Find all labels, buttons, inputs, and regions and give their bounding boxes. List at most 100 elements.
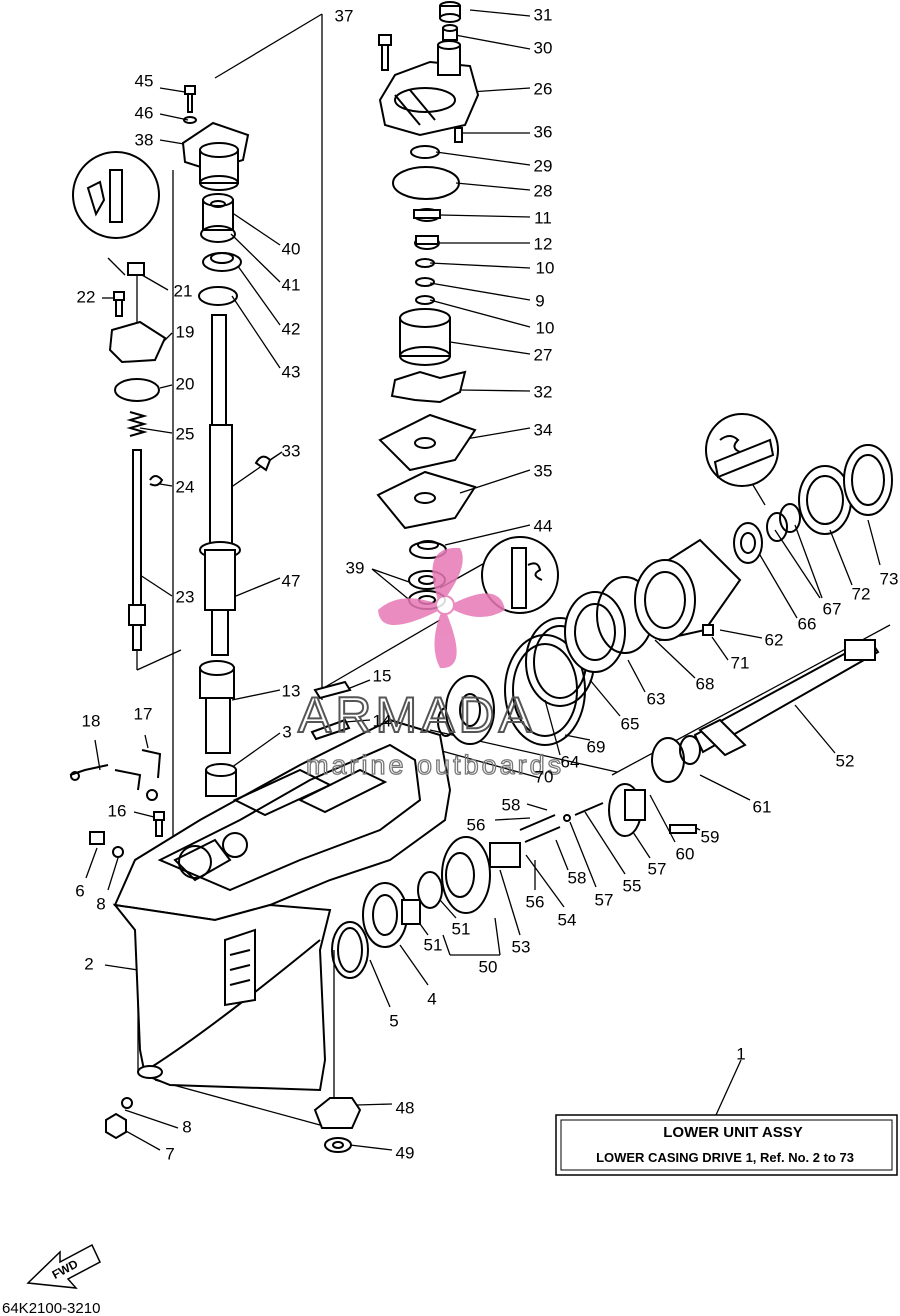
callout-72: 72 bbox=[852, 584, 871, 603]
callout-42: 42 bbox=[282, 319, 301, 338]
drawing-code: 64K2100-3210 bbox=[2, 1300, 100, 1316]
callout-30: 30 bbox=[534, 38, 553, 57]
callout-33: 33 bbox=[282, 441, 301, 460]
callout-45: 45 bbox=[135, 71, 154, 90]
water-pump-assembly bbox=[376, 1, 480, 610]
bearing-stack bbox=[437, 413, 893, 746]
callout-37: 37 bbox=[335, 6, 354, 25]
pinion-parts bbox=[105, 1097, 362, 1153]
callout-20: 20 bbox=[176, 374, 195, 393]
callout-66: 66 bbox=[798, 614, 817, 633]
callout-3: 3 bbox=[282, 722, 291, 741]
callout-38: 38 bbox=[135, 130, 154, 149]
drive-shaft-column bbox=[181, 85, 272, 797]
callout-22: 22 bbox=[77, 287, 96, 306]
callout-8: 8 bbox=[96, 894, 105, 913]
callout-4: 4 bbox=[427, 989, 436, 1008]
callout-19: 19 bbox=[176, 322, 195, 341]
callout-58: 58 bbox=[502, 795, 521, 814]
callout-49: 49 bbox=[396, 1143, 415, 1162]
callout-6: 6 bbox=[75, 881, 84, 900]
callout-56: 56 bbox=[526, 892, 545, 911]
callout-40: 40 bbox=[282, 239, 301, 258]
callout-12: 12 bbox=[534, 234, 553, 253]
callout-65: 65 bbox=[621, 714, 640, 733]
callout-69: 69 bbox=[587, 737, 606, 756]
callout-71: 71 bbox=[731, 653, 750, 672]
callout-25: 25 bbox=[176, 424, 195, 443]
watermark-brand: ARMADA bbox=[298, 687, 536, 743]
callout-5: 5 bbox=[389, 1011, 398, 1030]
callout-46: 46 bbox=[135, 103, 154, 122]
callout-73: 73 bbox=[880, 569, 899, 588]
callout-50: 50 bbox=[479, 957, 498, 976]
callout-51: 51 bbox=[452, 919, 471, 938]
callout-52: 52 bbox=[836, 751, 855, 770]
callout-2: 2 bbox=[84, 954, 93, 973]
callout-13: 13 bbox=[282, 681, 301, 700]
callout-62: 62 bbox=[765, 630, 784, 649]
callout-53: 53 bbox=[512, 937, 531, 956]
callout-1: 1 bbox=[736, 1044, 745, 1063]
watermark-tagline: marine outboards bbox=[306, 750, 564, 780]
callout-23: 23 bbox=[176, 587, 195, 606]
info-box-subtitle: LOWER CASING DRIVE 1, Ref. No. 2 to 73 bbox=[596, 1150, 854, 1165]
callout-43: 43 bbox=[282, 362, 301, 381]
callout-27: 27 bbox=[534, 345, 553, 364]
gear-train bbox=[331, 638, 880, 979]
callout-26: 26 bbox=[534, 79, 553, 98]
callout-67: 67 bbox=[823, 599, 842, 618]
callout-24: 24 bbox=[176, 477, 195, 496]
callout-57: 57 bbox=[595, 890, 614, 909]
callout-56: 56 bbox=[467, 815, 486, 834]
callout-16: 16 bbox=[108, 801, 127, 820]
callout-60: 60 bbox=[676, 844, 695, 863]
callout-44: 44 bbox=[534, 516, 553, 535]
callout-63: 63 bbox=[647, 689, 666, 708]
callout-9: 9 bbox=[535, 291, 544, 310]
callout-51: 51 bbox=[424, 935, 443, 954]
watermark: ARMADA marine outboards bbox=[297, 547, 564, 781]
fwd-arrow-icon bbox=[26, 1243, 101, 1289]
callout-10: 10 bbox=[536, 318, 555, 337]
info-box-frame bbox=[555, 1114, 898, 1176]
callout-54: 54 bbox=[558, 910, 577, 929]
callout-36: 36 bbox=[534, 122, 553, 141]
callout-34: 34 bbox=[534, 420, 553, 439]
callout-10: 10 bbox=[536, 258, 555, 277]
part-callouts: 1234567889101011121314151617181920212223… bbox=[75, 5, 898, 1163]
callout-18: 18 bbox=[82, 711, 101, 730]
callout-39: 39 bbox=[346, 558, 365, 577]
callout-7: 7 bbox=[165, 1144, 174, 1163]
callout-55: 55 bbox=[623, 876, 642, 895]
fwd-arrow: FWD bbox=[26, 1243, 101, 1289]
callout-21: 21 bbox=[174, 281, 193, 300]
callout-35: 35 bbox=[534, 461, 553, 480]
propeller-logo bbox=[378, 547, 505, 669]
info-box-title: LOWER UNIT ASSY bbox=[663, 1124, 802, 1141]
callout-58: 58 bbox=[568, 868, 587, 887]
callout-31: 31 bbox=[534, 5, 553, 24]
small-parts-group bbox=[69, 680, 352, 858]
callout-41: 41 bbox=[282, 275, 301, 294]
callout-48: 48 bbox=[396, 1098, 415, 1117]
lower-casing bbox=[112, 718, 452, 1092]
info-box: LOWER UNIT ASSY LOWER CASING DRIVE 1, Re… bbox=[555, 1059, 898, 1176]
callout-14: 14 bbox=[373, 711, 392, 730]
callout-11: 11 bbox=[534, 208, 552, 227]
callout-47: 47 bbox=[282, 571, 301, 590]
callout-17: 17 bbox=[134, 704, 153, 723]
shift-rod-column bbox=[72, 151, 167, 651]
callout-8: 8 bbox=[182, 1117, 191, 1136]
callout-57: 57 bbox=[648, 859, 667, 878]
callout-28: 28 bbox=[534, 181, 553, 200]
callout-32: 32 bbox=[534, 382, 553, 401]
callout-64: 64 bbox=[561, 752, 580, 771]
callout-61: 61 bbox=[753, 797, 772, 816]
leader-lines bbox=[85, 9, 891, 1151]
callout-15: 15 bbox=[373, 666, 392, 685]
callout-29: 29 bbox=[534, 156, 553, 175]
callout-59: 59 bbox=[701, 827, 720, 846]
callout-68: 68 bbox=[696, 674, 715, 693]
